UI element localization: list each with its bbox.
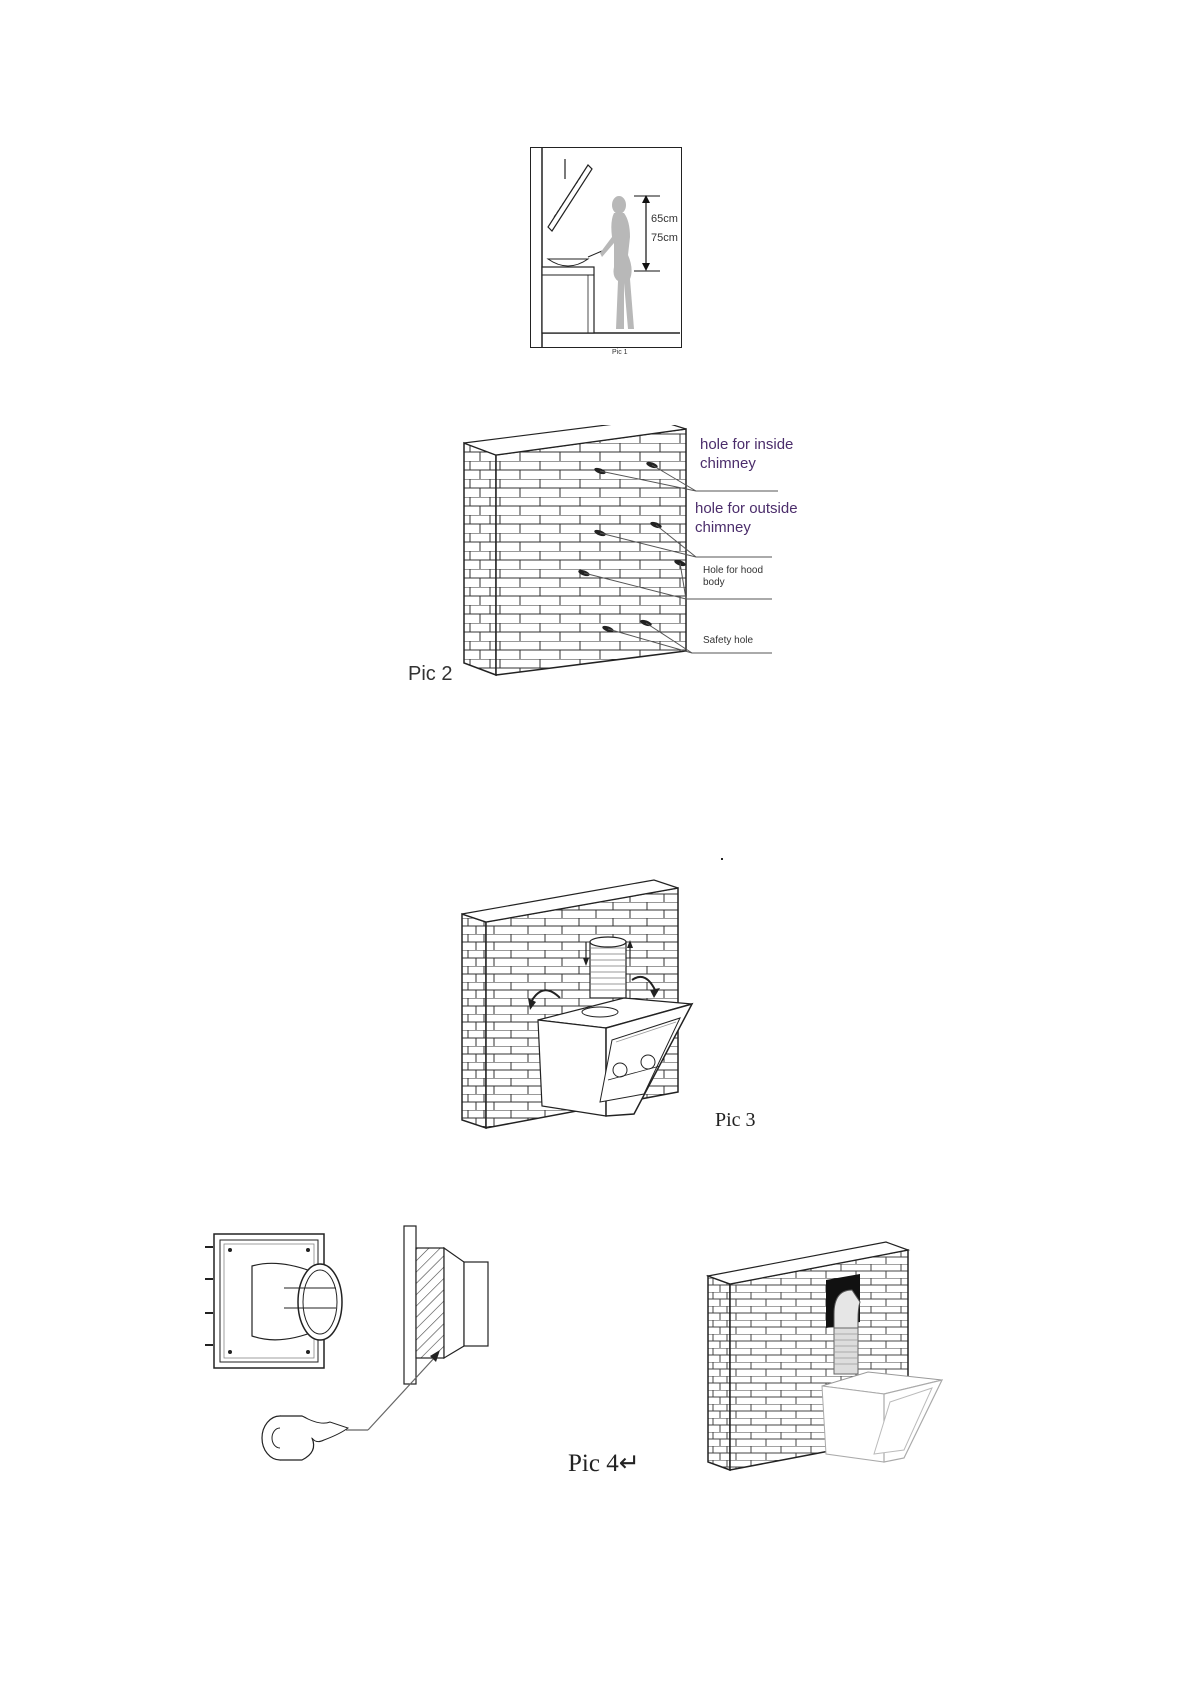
pic1-dim-bottom: 75cm (651, 232, 678, 244)
pic1-dim-top: 65cm (651, 213, 678, 225)
pic4-installed-hood (706, 1236, 946, 1472)
pic2-label-safety-hole: Safety hole (703, 635, 753, 647)
pic1-caption: Pic 1 (612, 349, 628, 356)
pic3-dot (721, 858, 723, 860)
pic3-caption: Pic 3 (715, 1109, 756, 1132)
pic1-figure: 65cm 75cm Pic 1 (530, 147, 682, 359)
pic2-caption: Pic 2 (408, 663, 452, 686)
pic3-figure (460, 870, 730, 1132)
pic4-tape-roll (258, 1330, 458, 1470)
pic4-caption: Pic 4↵ (568, 1448, 640, 1478)
